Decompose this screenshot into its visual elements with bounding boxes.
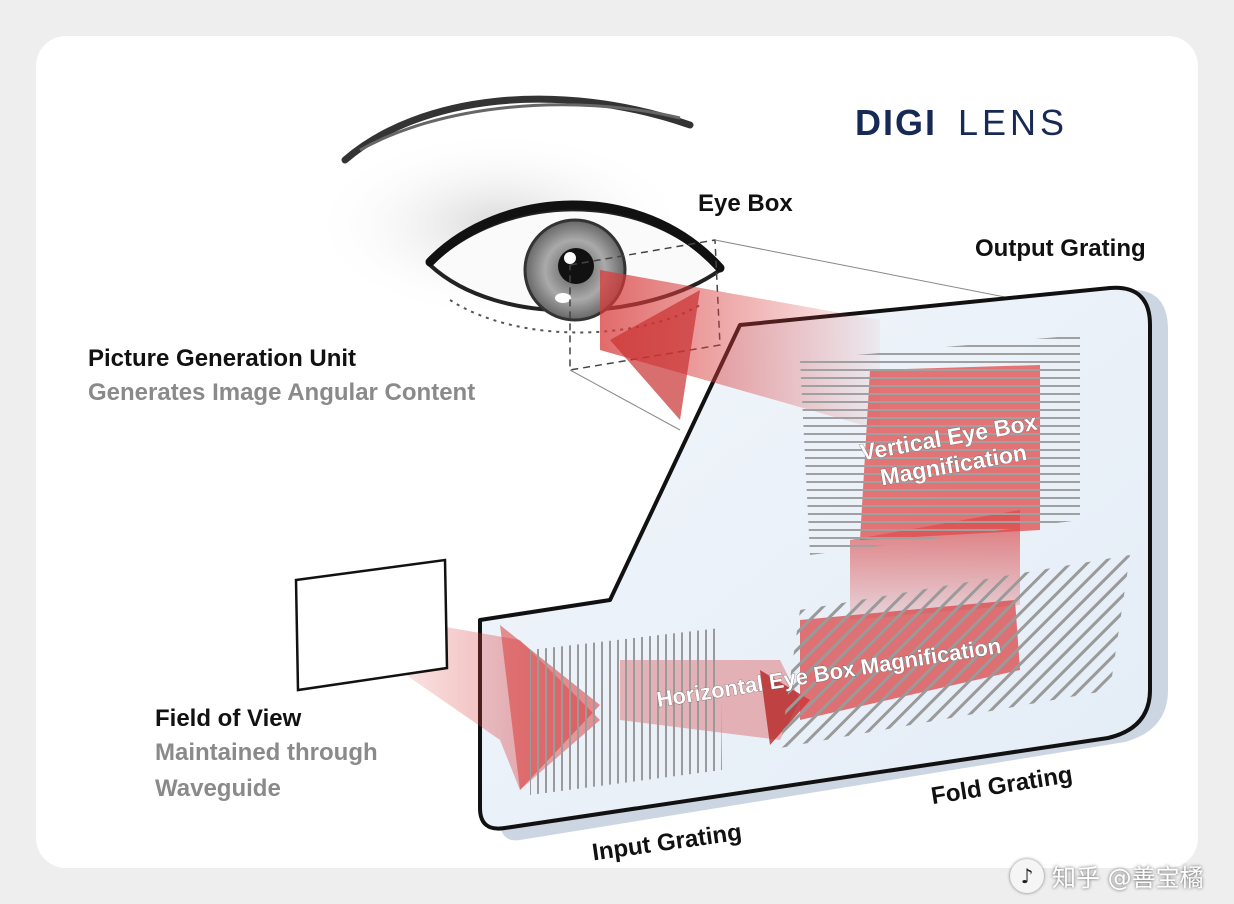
pupil-highlight [564,252,576,264]
label-input-grating: Input Grating [590,819,743,867]
eye-illustration [310,95,725,334]
label-fov-desc-2: Waveguide [155,775,281,802]
gratings [530,335,1130,795]
label-pgu-desc: Generates Image Angular Content [88,379,475,406]
pupil [558,248,594,284]
output-grating-pattern [800,335,1080,555]
lower-eyelashes [449,299,701,334]
label-pgu-title: Picture Generation Unit [88,345,356,372]
eyebrow-hairs [359,103,681,152]
field-of-view-frame [294,558,449,692]
horizontal-arrowhead [760,670,810,745]
watermark-text: 知乎 @善宝橘 [1052,864,1204,892]
logo-text-bold: DIGI [855,102,937,143]
watermark: ♪ 知乎 @善宝橘 [1010,858,1204,893]
iris-highlight [555,293,571,303]
upper-eyelashes [425,200,725,273]
label-output-grating: Output Grating [975,235,1146,262]
label-eye-box: Eye Box [698,190,793,217]
label-fov-desc-1: Maintained through [155,739,378,766]
input-grating-pattern [530,628,722,795]
label-fov-title: Field of View [155,705,302,732]
eye-arrowhead [610,290,700,420]
fold-grating-pattern [780,555,1130,748]
logo-text-light: LENS [958,102,1068,143]
tiktok-icon: ♪ [1010,858,1044,893]
digilens-logo: DIGI LENS [855,102,1068,143]
eye-box-projection-line-bottom [569,369,681,431]
eye-box-projection-line-top [714,239,1021,301]
